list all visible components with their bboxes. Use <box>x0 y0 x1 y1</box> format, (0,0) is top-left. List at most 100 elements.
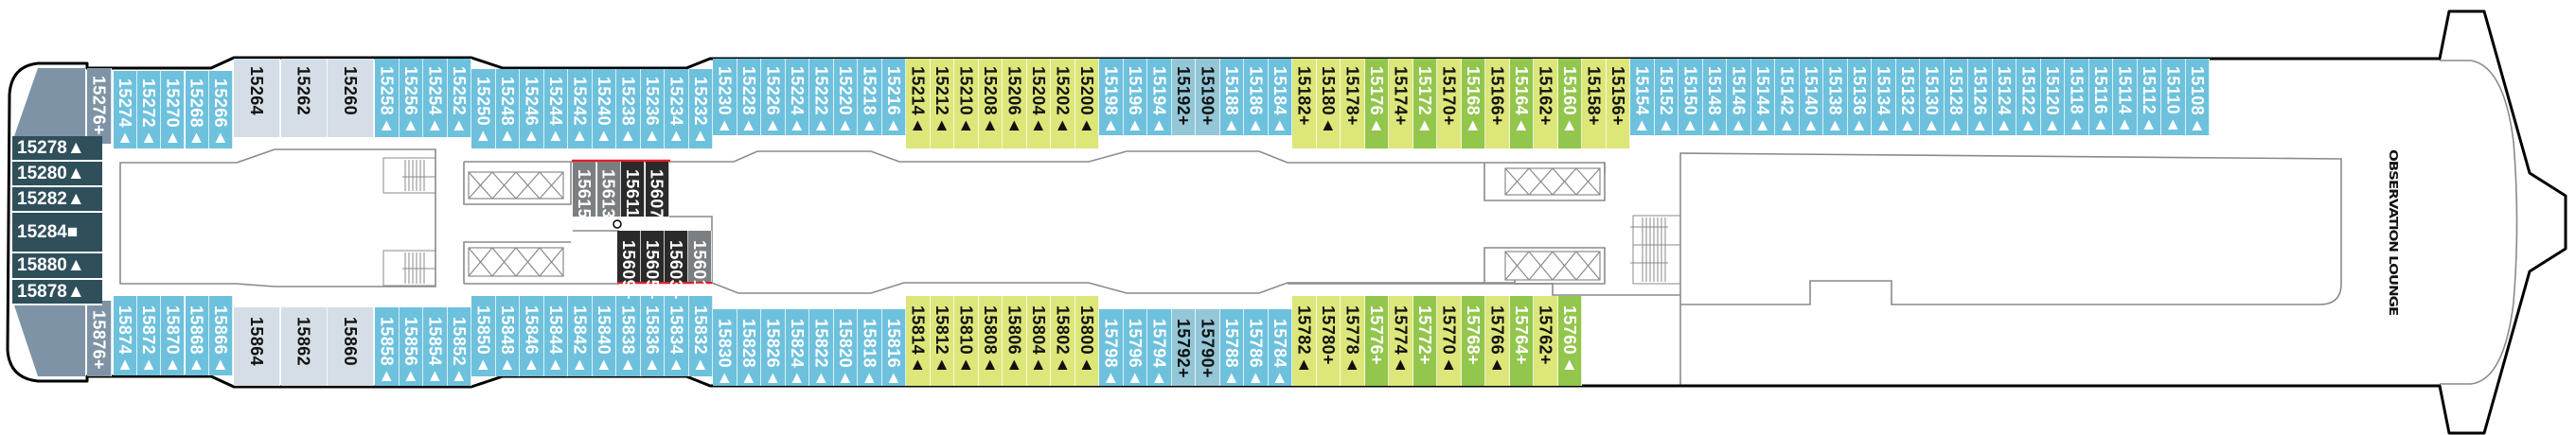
cabin-15202[interactable]: 15202▲ <box>1051 59 1075 148</box>
cabin-15792[interactable]: 15792+ <box>1171 309 1196 386</box>
cabin-15218[interactable]: 15218▲ <box>858 59 882 135</box>
cabin-15228[interactable]: 15228▲ <box>737 59 761 135</box>
cabin-15126[interactable]: 15126▲ <box>1968 59 1993 135</box>
cabin-15258[interactable]: 15258▲ <box>375 59 400 137</box>
cabin-15810[interactable]: 15810▲ <box>954 296 979 386</box>
cabin-15162[interactable]: 15162+ <box>1534 59 1558 148</box>
cabin-15130[interactable]: 15130▲ <box>1920 59 1945 135</box>
cabin-15878[interactable]: 15878▲ <box>12 280 102 305</box>
cabin-15198[interactable]: 15198▲ <box>1099 59 1124 135</box>
cabin-15280[interactable]: 15280▲ <box>12 162 102 187</box>
cabin-15814[interactable]: 15814▲ <box>906 296 931 386</box>
cabin-15146[interactable]: 15146▲ <box>1727 59 1751 135</box>
cabin-15826[interactable]: 15826▲ <box>761 309 786 387</box>
cabin-15242[interactable]: 15242▲ <box>568 69 593 148</box>
cabin-15174[interactable]: 15174+ <box>1389 59 1413 148</box>
cabin-15611[interactable]: 15611+ <box>621 162 645 228</box>
cabin-15264[interactable]: 15264 <box>234 59 280 137</box>
cabin-15262[interactable]: 15262 <box>280 59 328 137</box>
cabin-15194[interactable]: 15194▲ <box>1147 59 1172 135</box>
cabin-15872[interactable]: 15872▲ <box>137 296 162 375</box>
cabin-15276[interactable]: 15276+ <box>87 68 112 144</box>
cabin-15790[interactable]: 15790+ <box>1196 309 1220 386</box>
cabin-15776[interactable]: 15776+ <box>1364 296 1389 386</box>
cabin-15250[interactable]: 15250▲ <box>471 69 496 148</box>
cabin-15200[interactable]: 15200▲ <box>1075 59 1099 148</box>
cabin-15166[interactable]: 15166+ <box>1485 59 1510 148</box>
cabin-15828[interactable]: 15828▲ <box>737 309 761 387</box>
cabin-15852[interactable]: 15852▲ <box>447 307 471 386</box>
cabin-15272[interactable]: 15272▲ <box>137 71 162 148</box>
cabin-15110[interactable]: 15110▲ <box>2161 59 2186 135</box>
cabin-15186[interactable]: 15186▲ <box>1244 59 1269 135</box>
cabin-15140[interactable]: 15140▲ <box>1799 59 1823 135</box>
cabin-15160[interactable]: 15160▲ <box>1557 59 1582 148</box>
cabin-15836[interactable]: 15836▲ <box>640 296 665 376</box>
cabin-15138[interactable]: 15138▲ <box>1823 59 1848 135</box>
cabin-15838[interactable]: 15838▲ <box>616 296 641 376</box>
cabin-15188[interactable]: 15188▲ <box>1219 59 1244 135</box>
cabin-15860[interactable]: 15860 <box>328 307 374 386</box>
cabin-15222[interactable]: 15222▲ <box>809 59 834 135</box>
cabin-15818[interactable]: 15818▲ <box>858 309 882 387</box>
cabin-15609[interactable]: 15609+ <box>617 231 641 300</box>
cabin-15134[interactable]: 15134▲ <box>1872 59 1896 135</box>
cabin-15196[interactable]: 15196▲ <box>1123 59 1147 135</box>
cabin-15190[interactable]: 15190+ <box>1196 59 1220 135</box>
cabin-15874[interactable]: 15874▲ <box>114 296 137 375</box>
cabin-15132[interactable]: 15132▲ <box>1895 59 1920 135</box>
cabin-15868[interactable]: 15868▲ <box>185 296 209 375</box>
cabin-15246[interactable]: 15246▲ <box>520 69 544 148</box>
cabin-15788[interactable]: 15788▲ <box>1219 309 1244 387</box>
cabin-15603[interactable]: 15603+ <box>665 231 688 300</box>
cabin-15768[interactable]: 15768+ <box>1461 296 1485 386</box>
cabin-15206[interactable]: 15206▲ <box>1003 59 1027 148</box>
cabin-15144[interactable]: 15144▲ <box>1750 59 1775 135</box>
cabin-15136[interactable]: 15136▲ <box>1847 59 1872 135</box>
cabin-15248[interactable]: 15248▲ <box>495 69 520 148</box>
cabin-15114[interactable]: 15114▲ <box>2113 59 2138 135</box>
cabin-15284[interactable]: 15284■ <box>12 213 102 253</box>
cabin-15856[interactable]: 15856▲ <box>399 307 423 386</box>
cabin-15834[interactable]: 15834▲ <box>665 296 689 376</box>
cabin-15156[interactable]: 15156+ <box>1606 59 1630 148</box>
cabin-15224[interactable]: 15224▲ <box>785 59 809 135</box>
cabin-15232[interactable]: 15232▲ <box>688 69 713 148</box>
cabin-15858[interactable]: 15858▲ <box>375 307 400 386</box>
cabin-15182[interactable]: 15182+ <box>1292 59 1317 148</box>
cabin-15168[interactable]: 15168▲ <box>1461 59 1485 148</box>
cabin-15260[interactable]: 15260 <box>328 59 374 137</box>
cabin-15120[interactable]: 15120▲ <box>2040 59 2065 135</box>
cabin-15760[interactable]: 15760▲ <box>1557 296 1582 386</box>
cabin-15764[interactable]: 15764+ <box>1509 296 1534 386</box>
cabin-15148[interactable]: 15148▲ <box>1702 59 1727 135</box>
cabin-15862[interactable]: 15862 <box>280 307 328 386</box>
cabin-15804[interactable]: 15804▲ <box>1026 296 1051 386</box>
cabin-15854[interactable]: 15854▲ <box>423 307 448 386</box>
cabin-15812[interactable]: 15812▲ <box>930 296 954 386</box>
cabin-15256[interactable]: 15256▲ <box>399 59 423 137</box>
cabin-15278[interactable]: 15278▲ <box>12 136 102 162</box>
cabin-15254[interactable]: 15254▲ <box>423 59 448 137</box>
cabin-15615[interactable]: 15615 <box>573 162 596 218</box>
cabin-15824[interactable]: 15824▲ <box>785 309 809 387</box>
cabin-15142[interactable]: 15142▲ <box>1775 59 1800 135</box>
cabin-15236[interactable]: 15236▲ <box>640 69 665 148</box>
cabin-15234[interactable]: 15234▲ <box>665 69 689 148</box>
cabin-15844[interactable]: 15844▲ <box>543 296 568 376</box>
cabin-15178[interactable]: 15178+ <box>1341 59 1365 148</box>
cabin-15846[interactable]: 15846▲ <box>520 296 544 376</box>
cabin-15808[interactable]: 15808▲ <box>978 296 1003 386</box>
cabin-15112[interactable]: 15112▲ <box>2137 59 2161 135</box>
cabin-15270[interactable]: 15270▲ <box>161 71 186 148</box>
cabin-15766[interactable]: 15766▲ <box>1485 296 1510 386</box>
cabin-15128[interactable]: 15128▲ <box>1944 59 1968 135</box>
cabin-15150[interactable]: 15150▲ <box>1679 59 1703 135</box>
cabin-15184[interactable]: 15184▲ <box>1268 59 1292 135</box>
cabin-15210[interactable]: 15210▲ <box>954 59 979 148</box>
cabin-15830[interactable]: 15830▲ <box>713 309 737 387</box>
cabin-15880[interactable]: 15880▲ <box>12 253 102 280</box>
cabin-15208[interactable]: 15208▲ <box>978 59 1003 148</box>
cabin-15158[interactable]: 15158+ <box>1582 59 1607 148</box>
cabin-15214[interactable]: 15214▲ <box>906 59 931 148</box>
